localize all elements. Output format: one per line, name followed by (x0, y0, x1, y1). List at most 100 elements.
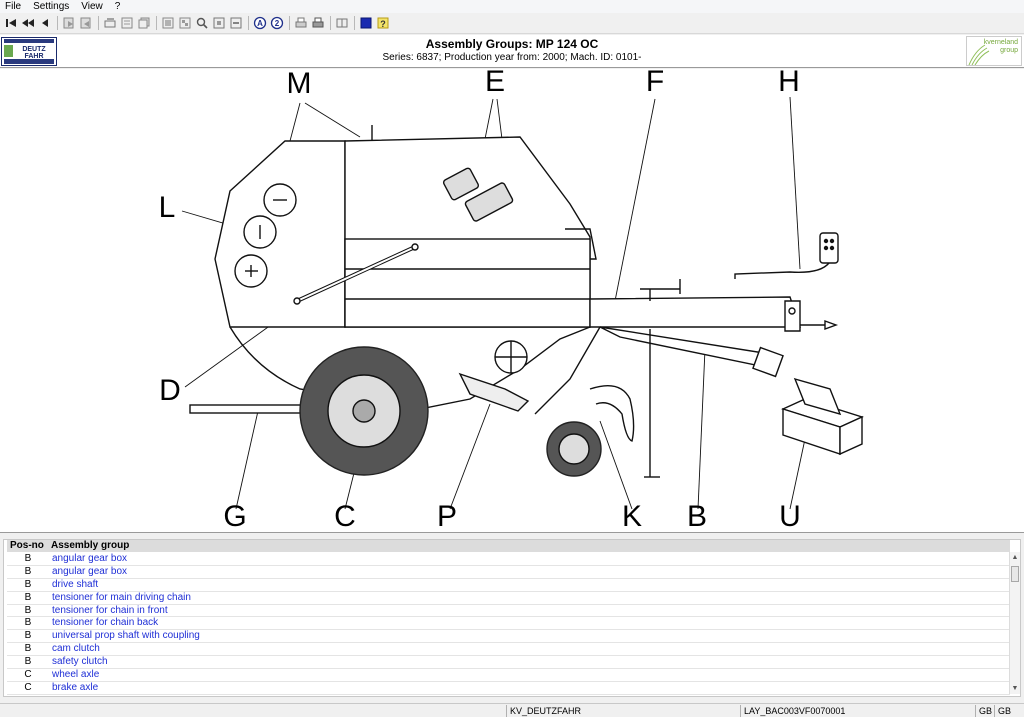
zoom-icon[interactable] (195, 16, 209, 30)
page-title: Assembly Groups: MP 124 OC (425, 37, 599, 51)
callout-l[interactable]: L (158, 191, 176, 224)
book-icon[interactable] (335, 16, 349, 30)
callout-m[interactable]: M (286, 67, 312, 100)
callout-d[interactable]: D (159, 374, 181, 407)
toolbar-separator (289, 16, 290, 30)
svg-text:?: ? (380, 19, 386, 29)
menu-bar: File Settings View ? (0, 0, 1024, 13)
callout-u[interactable]: U (779, 500, 801, 533)
toolbar-separator (354, 16, 355, 30)
status-bar: KV_DEUTZFAHR LAY_BAC003VF0070001 GB GB (0, 703, 1024, 717)
status-layout-id: LAY_BAC003VF0070001 (740, 705, 974, 717)
assembly-drawing[interactable]: M E F H L D G C P K B U (0, 65, 1024, 533)
previous-icon[interactable] (38, 16, 52, 30)
print-preview-icon[interactable] (294, 16, 308, 30)
table-scrollbar[interactable]: ▲ ▼ (1009, 552, 1020, 694)
pos-no-cell: B (24, 553, 32, 564)
assembly-group-link[interactable]: safety clutch (52, 656, 108, 668)
toolbar-separator (156, 16, 157, 30)
table-header: Pos-no Assembly group (7, 540, 1010, 552)
pos-no-cell: B (24, 604, 32, 616)
assembly-group-link[interactable]: angular gear box (52, 553, 128, 564)
list-icon[interactable] (161, 16, 175, 30)
tree-icon[interactable] (178, 16, 192, 30)
pos-no-cell: B (24, 643, 32, 655)
assembly-group-link[interactable]: wheel axle (52, 669, 100, 681)
document-header: DEUTZ FAHR Assembly Groups: MP 124 OC Se… (0, 35, 1024, 68)
baler-illustration (181, 96, 864, 510)
pos-no-cell: B (24, 565, 32, 577)
callout-h[interactable]: H (778, 65, 800, 98)
copy-icon[interactable] (137, 16, 151, 30)
toolbar-separator (330, 16, 331, 30)
scroll-thumb[interactable] (1011, 566, 1019, 582)
pos-no-cell: B (24, 617, 32, 629)
search-a-icon[interactable]: A (253, 16, 267, 30)
search-2-icon[interactable]: 2 (270, 16, 284, 30)
callout-p[interactable]: P (436, 500, 457, 533)
deutz-fahr-logo: DEUTZ FAHR (1, 37, 57, 66)
pos-no-cell: C (24, 669, 32, 681)
open-document-icon[interactable] (62, 16, 76, 30)
assembly-group-link[interactable]: drive shaft (52, 578, 99, 590)
print-icon[interactable] (311, 16, 325, 30)
pos-no-cell: B (24, 578, 32, 590)
pos-no-cell: B (24, 656, 32, 668)
assembly-group-link[interactable]: universal prop shaft with coupling (52, 630, 200, 642)
status-language-2: GB (994, 705, 1016, 717)
scroll-up-arrow-icon[interactable]: ▲ (1011, 554, 1019, 561)
scroll-down-arrow-icon[interactable]: ▼ (1011, 685, 1019, 692)
note-icon[interactable] (120, 16, 134, 30)
assembly-group-link[interactable]: tensioner for chain back (52, 617, 159, 629)
toolbar-separator (57, 16, 58, 30)
callout-e[interactable]: E (484, 65, 505, 98)
callout-f[interactable]: F (645, 65, 665, 98)
help-icon[interactable]: ? (376, 16, 390, 30)
svg-text:2: 2 (275, 19, 280, 28)
pos-no-cell: B (24, 630, 32, 642)
callout-b[interactable]: B (686, 500, 707, 533)
window-icon[interactable] (359, 16, 373, 30)
fit-page-icon[interactable] (212, 16, 226, 30)
pos-no-cell: B (24, 591, 32, 603)
menu-file[interactable]: File (5, 1, 22, 12)
column-header-assembly-group[interactable]: Assembly group (51, 540, 130, 551)
toolbar: A 2 ? (0, 13, 1024, 34)
page-subtitle: Series: 6837; Production year from: 2000… (382, 52, 642, 63)
assembly-group-link[interactable]: angular gear box (52, 565, 128, 577)
kverneland-logo: kverneland group (966, 36, 1022, 66)
svg-text:A: A (257, 19, 263, 28)
fit-width-icon[interactable] (229, 16, 243, 30)
assembly-group-link[interactable]: brake axle (52, 681, 99, 693)
menu-settings[interactable]: Settings (33, 1, 70, 12)
callout-g[interactable]: G (223, 500, 247, 533)
column-header-pos-no[interactable]: Pos-no (10, 540, 44, 551)
toolbar-separator (98, 16, 99, 30)
callout-k[interactable]: K (621, 500, 642, 533)
status-database: KV_DEUTZFAHR (506, 705, 738, 717)
first-record-icon[interactable] (4, 16, 18, 30)
edit-icon[interactable] (103, 16, 117, 30)
assembly-group-link[interactable]: tensioner for chain in front (52, 604, 168, 616)
rewind-icon[interactable] (21, 16, 35, 30)
menu-help[interactable]: ? (114, 1, 121, 12)
close-document-icon[interactable] (79, 16, 93, 30)
assembly-group-link[interactable]: tensioner for main driving chain (52, 591, 191, 603)
callout-c[interactable]: C (334, 500, 356, 533)
assembly-group-link[interactable]: cam clutch (52, 643, 100, 655)
pos-no-cell: C (24, 681, 32, 693)
menu-view[interactable]: View (81, 1, 103, 12)
